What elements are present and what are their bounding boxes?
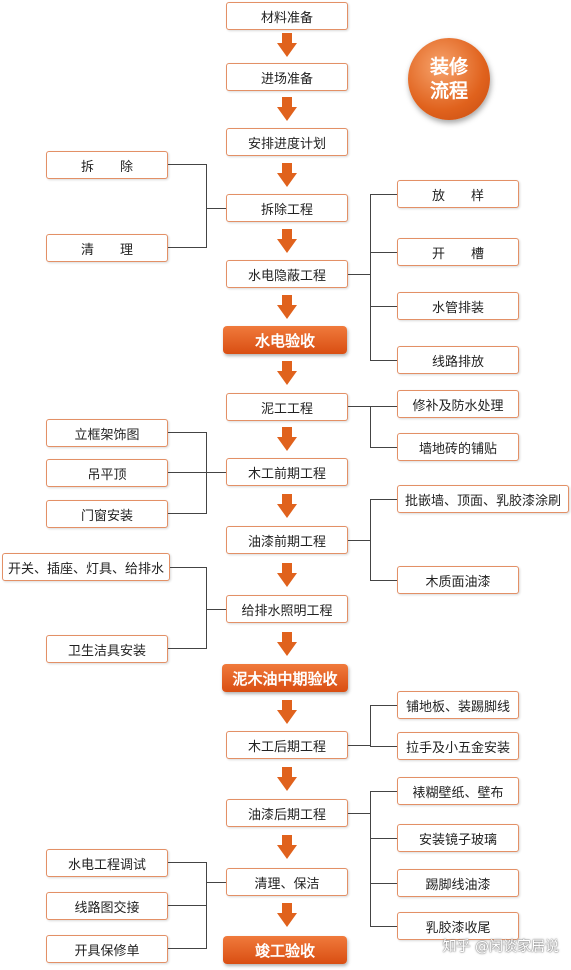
connector-line (348, 274, 370, 275)
milestone-plumbing-acceptance: 水电验收 (223, 326, 347, 354)
connector-line (206, 164, 207, 248)
left-item-frame: 立框架饰图 (46, 419, 168, 447)
connector-line (168, 948, 206, 949)
connector-line (168, 862, 206, 863)
connector-line (348, 406, 397, 407)
connector-line (370, 926, 397, 927)
right-item-latex-finish: 乳胶漆收尾 (397, 912, 519, 940)
right-item-putty-paint: 批嵌墙、顶面、乳胶漆涂刷 (397, 485, 569, 513)
connector-line (370, 447, 397, 448)
left-item-wiring-handover: 线路图交接 (46, 892, 168, 920)
connector-line (348, 745, 370, 746)
right-item-flooring: 铺地板、装踢脚线 (397, 691, 519, 719)
connector-line (370, 791, 371, 926)
step-carpentry-late: 木工后期工程 (226, 731, 348, 759)
connector-line (168, 648, 206, 649)
step-site-prep: 进场准备 (226, 63, 348, 91)
connector-line (370, 406, 371, 447)
step-painting-early: 油漆前期工程 (226, 526, 348, 554)
badge-line-1: 装修 (429, 56, 468, 78)
connector-line (370, 705, 371, 746)
step-cleaning: 清理、保洁 (226, 868, 348, 896)
connector-line (170, 567, 206, 568)
arrow-down-icon (277, 700, 297, 724)
right-item-skirting-paint: 踢脚线油漆 (397, 869, 519, 897)
arrow-down-icon (277, 903, 297, 927)
right-item-wood-paint: 木质面油漆 (397, 566, 519, 594)
arrow-down-icon (277, 229, 297, 253)
connector-line (370, 360, 397, 361)
connector-line (206, 882, 226, 883)
left-item-ceiling: 吊平顶 (46, 459, 168, 487)
connector-line (370, 499, 371, 580)
connector-line (168, 472, 226, 473)
step-masonry: 泥工工程 (226, 393, 348, 421)
connector-line (206, 609, 226, 610)
connector-line (370, 791, 397, 792)
right-item-wiring: 线路排放 (397, 346, 519, 374)
connector-line (168, 164, 206, 165)
badge-line-2: 流程 (429, 80, 468, 102)
step-plumbing-electrical: 水电隐蔽工程 (226, 260, 348, 288)
milestone-mid-acceptance: 泥木油中期验收 (222, 664, 348, 692)
left-item-warranty: 开具保修单 (46, 935, 168, 963)
left-item-clearing: 清 理 (46, 234, 168, 262)
arrow-down-icon (277, 97, 297, 121)
right-item-mirror: 安装镜子玻璃 (397, 824, 519, 852)
connector-line (370, 194, 371, 360)
left-item-dismantle: 拆 除 (46, 151, 168, 179)
right-item-wallpaper: 裱糊壁纸、壁布 (397, 777, 519, 805)
connector-line (206, 567, 207, 649)
arrow-down-icon (277, 33, 297, 57)
step-materials: 材料准备 (226, 2, 348, 30)
step-carpentry-early: 木工前期工程 (226, 458, 348, 486)
left-item-doors-windows: 门窗安装 (46, 500, 168, 528)
connector-line (370, 252, 397, 253)
connector-line (370, 580, 397, 581)
right-item-hardware: 拉手及小五金安装 (397, 732, 519, 760)
title-badge: 装修 流程 (408, 38, 490, 120)
arrow-down-icon (277, 835, 297, 859)
connector-line (370, 499, 397, 500)
left-item-fixtures: 开关、插座、灯具、给排水 (2, 553, 170, 581)
connector-line (168, 247, 206, 248)
connector-line (348, 813, 370, 814)
watermark: 知乎 @闲谈家居说 (442, 939, 559, 955)
connector-line (370, 838, 397, 839)
right-item-grooving: 开 槽 (397, 238, 519, 266)
connector-line (168, 905, 206, 906)
arrow-down-icon (277, 632, 297, 656)
connector-line (168, 513, 206, 514)
arrow-down-icon (277, 427, 297, 451)
step-demolition: 拆除工程 (226, 194, 348, 222)
right-item-layout: 放 样 (397, 180, 519, 208)
left-item-testing: 水电工程调试 (46, 849, 168, 877)
connector-line (370, 306, 397, 307)
connector-line (348, 540, 370, 541)
arrow-down-icon (277, 767, 297, 791)
connector-line (206, 862, 207, 949)
left-item-sanitary: 卫生洁具安装 (46, 635, 168, 663)
arrow-down-icon (277, 494, 297, 518)
connector-line (370, 883, 397, 884)
connector-line (370, 705, 397, 706)
right-item-pipes: 水管排装 (397, 292, 519, 320)
connector-line (206, 208, 226, 209)
step-painting-late: 油漆后期工程 (226, 799, 348, 827)
right-item-tiling: 墙地砖的铺贴 (397, 433, 519, 461)
arrow-down-icon (277, 361, 297, 385)
arrow-down-icon (277, 163, 297, 187)
step-schedule: 安排进度计划 (226, 128, 348, 156)
connector-line (168, 432, 206, 433)
milestone-final-acceptance: 竣工验收 (223, 936, 347, 964)
arrow-down-icon (277, 295, 297, 319)
connector-line (206, 432, 207, 514)
connector-line (370, 746, 397, 747)
right-item-waterproofing: 修补及防水处理 (397, 390, 519, 418)
step-water-lighting: 给排水照明工程 (226, 595, 348, 623)
arrow-down-icon (277, 563, 297, 587)
connector-line (370, 194, 397, 195)
